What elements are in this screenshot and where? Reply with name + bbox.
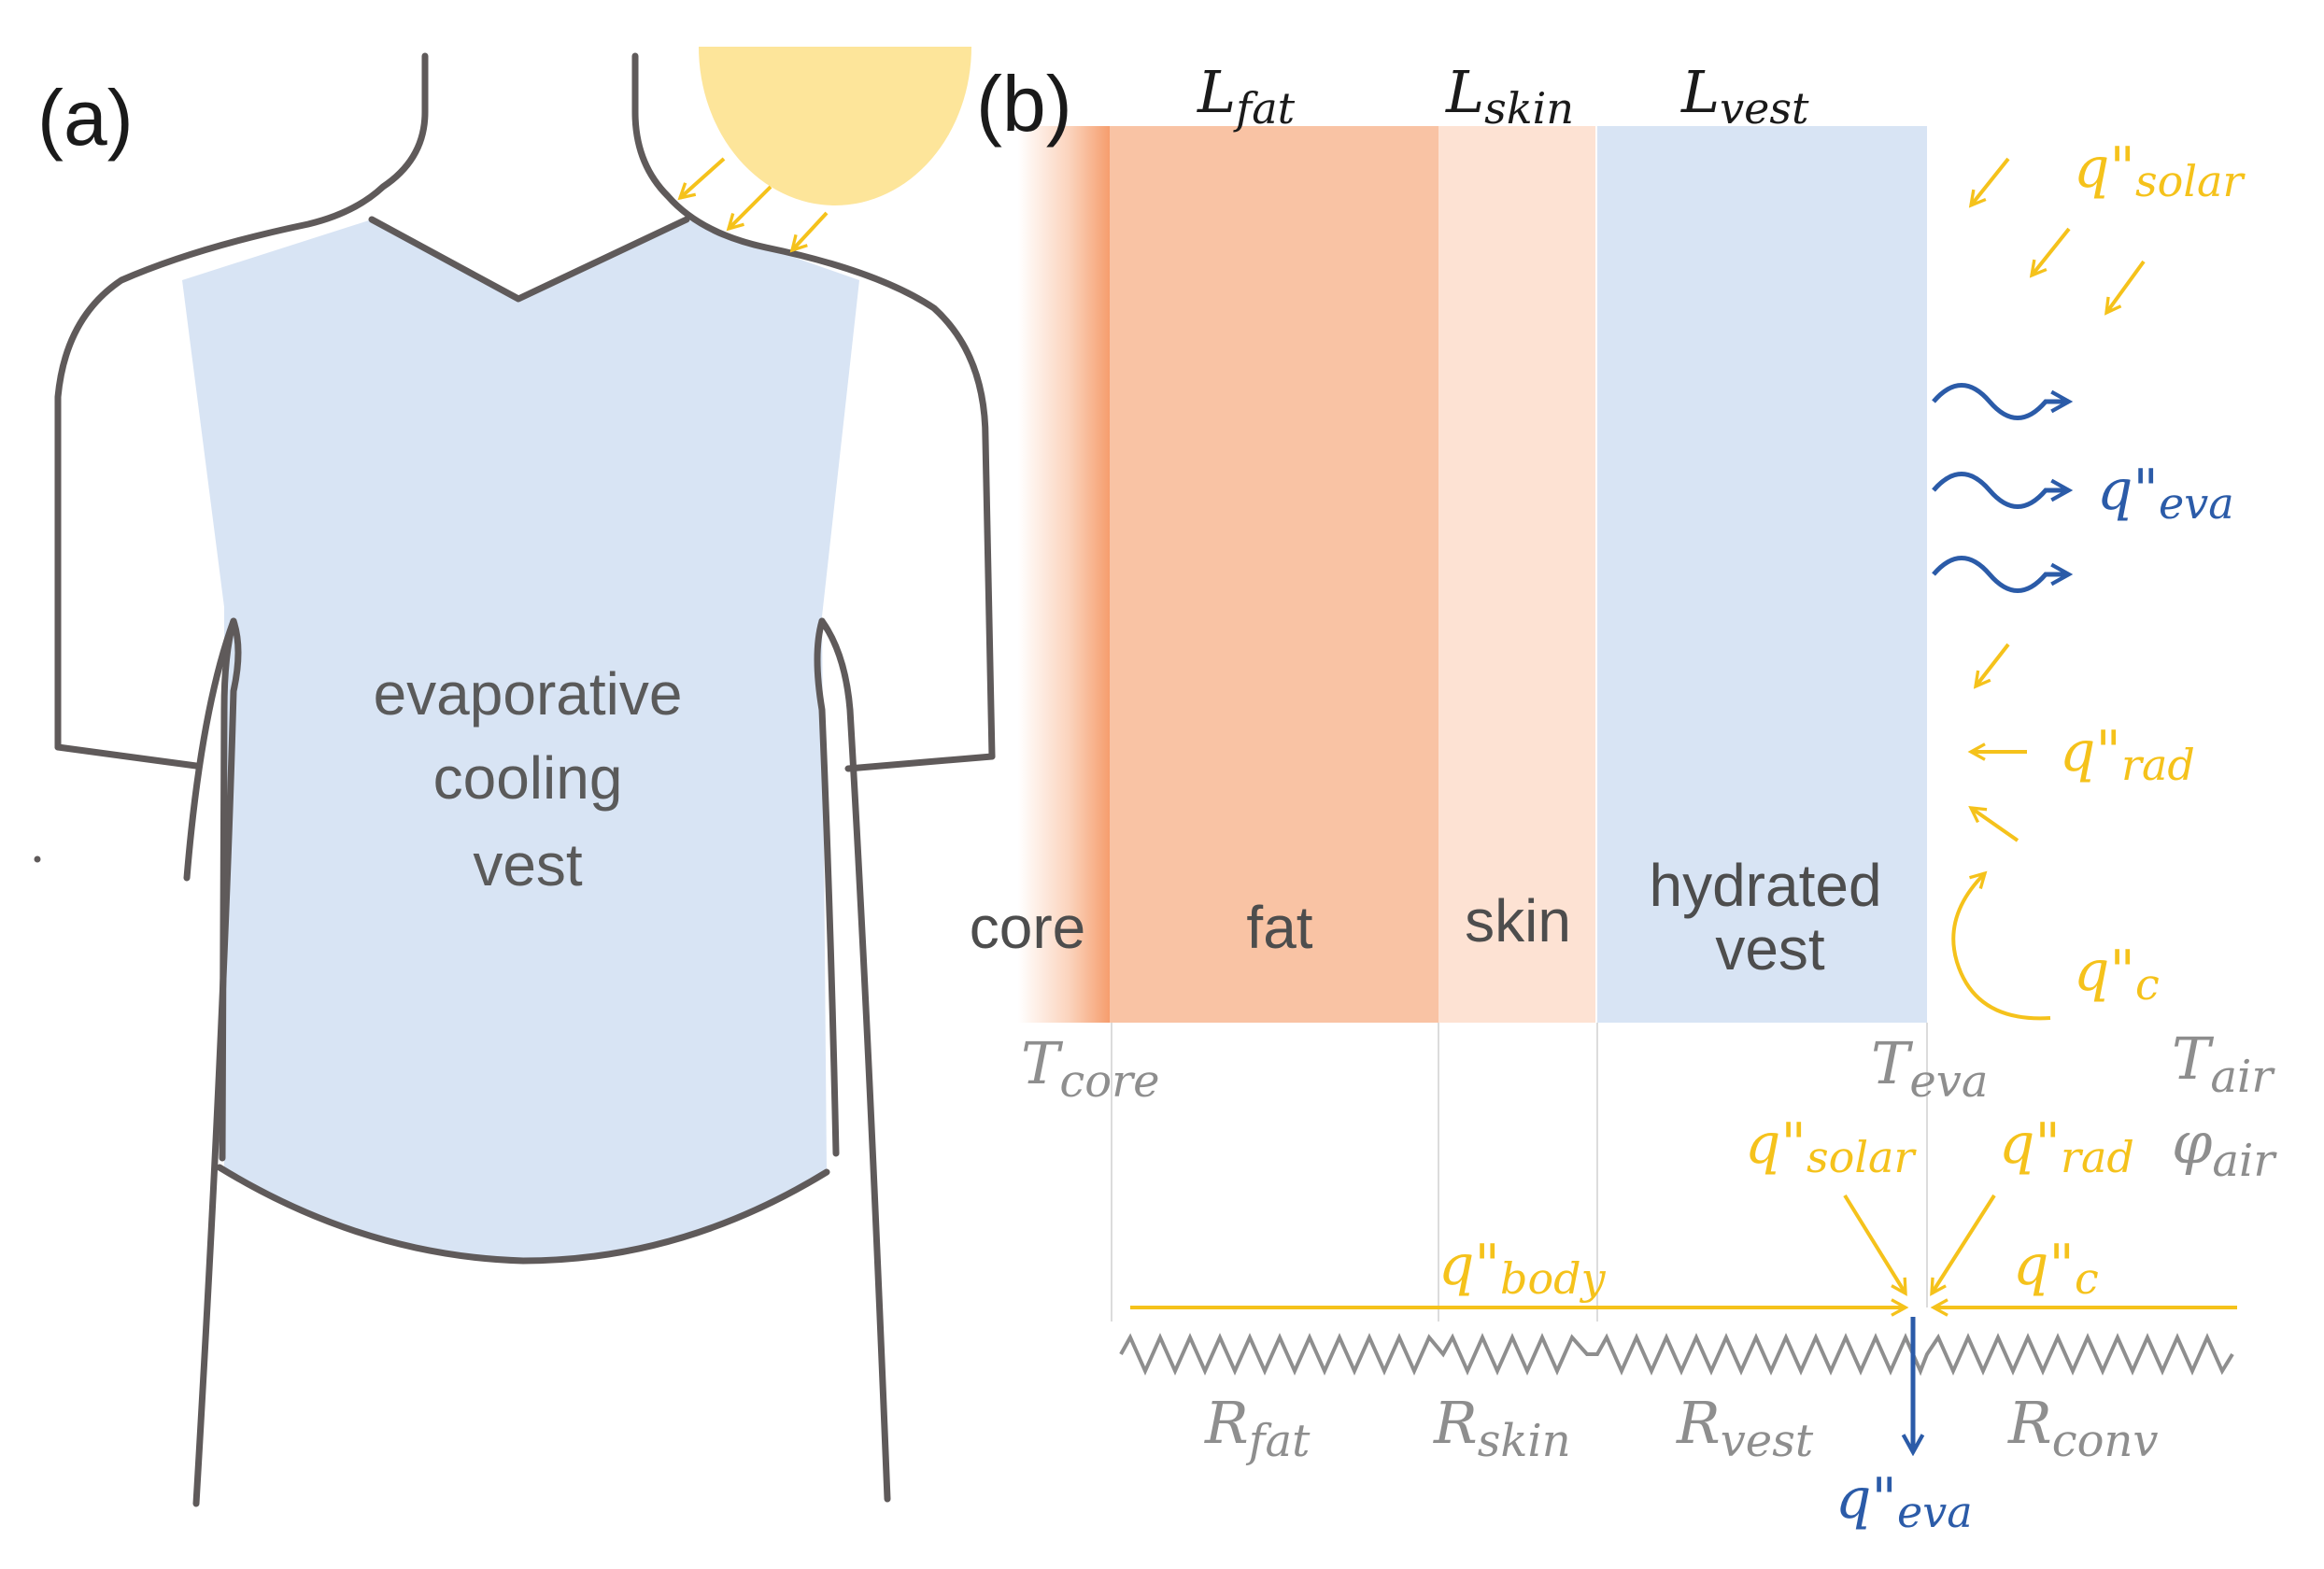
vest-label-line-2: cooling <box>433 744 623 812</box>
resistor-network <box>1119 1333 2234 1377</box>
vest-label-line-2: vest <box>1715 915 1825 982</box>
skin-label: skin <box>1465 887 1571 954</box>
circuit-eva-label: q"eva <box>1835 1466 1973 1537</box>
resistance-skin-label: Rskin <box>1433 1389 1571 1467</box>
thickness-vest-label: Lvest <box>1680 58 1809 134</box>
sun-icon <box>699 47 971 205</box>
circuit-c-label: q"c <box>2013 1233 2099 1304</box>
core-label: core <box>970 894 1086 961</box>
panel-a-label: (a) <box>37 74 134 162</box>
fat-layer <box>1110 126 1438 1023</box>
circuit-solar-label: q"solar <box>1745 1111 1917 1182</box>
flux-rad-label: q"rad <box>2060 719 2195 790</box>
temp-air-label: Tair <box>2172 1025 2275 1103</box>
flux-solar-label: q"solar <box>2074 135 2246 206</box>
vest-label-line-1: evaporative <box>374 660 683 728</box>
resistance-vest-label: Rvest <box>1676 1389 1814 1467</box>
resistance-fat-label: Rfat <box>1204 1389 1311 1467</box>
radiation-arrows <box>1971 643 2027 842</box>
resistance-conv-label: Rconv <box>2007 1389 2159 1467</box>
evaporation-arrows <box>1932 383 2069 593</box>
skin-layer <box>1438 126 1595 1023</box>
panel-a: (a) evaporative cooling vest <box>34 47 996 1507</box>
fat-label: fat <box>1246 894 1312 961</box>
temp-eva-label: Teva <box>1871 1029 1989 1108</box>
thickness-skin-label: Lskin <box>1445 58 1574 134</box>
vest-label-line-1: hydrated <box>1649 852 1881 919</box>
vest-label-line-3: vest <box>473 831 583 898</box>
circuit-body-label: q"body <box>1438 1233 1607 1304</box>
solar-arrows <box>1971 157 2146 313</box>
circuit-flux-lines <box>1130 1194 2237 1308</box>
panel-b-label: (b) <box>976 60 1072 148</box>
humidity-air-label: φair <box>2172 1109 2277 1187</box>
flux-c-label: q"c <box>2074 939 2160 1010</box>
temp-core-label: Tcore <box>1021 1029 1160 1108</box>
circuit-rad-label: q"rad <box>1999 1111 2134 1182</box>
shoulder-solar-arrows <box>680 157 829 250</box>
flux-eva-label: q"eva <box>2097 458 2234 529</box>
convection-arrow <box>1951 873 2051 1021</box>
torso-outline <box>34 52 996 1507</box>
vest-shape <box>182 219 859 1261</box>
panel-b: (b) Lfat Lskin Lvest core fat skin hydra… <box>970 58 2278 1537</box>
thickness-fat-label: Lfat <box>1197 58 1296 134</box>
core-layer <box>1018 126 1112 1023</box>
boundary-guides <box>1111 1023 1928 1322</box>
vest-layer <box>1597 126 1927 1023</box>
